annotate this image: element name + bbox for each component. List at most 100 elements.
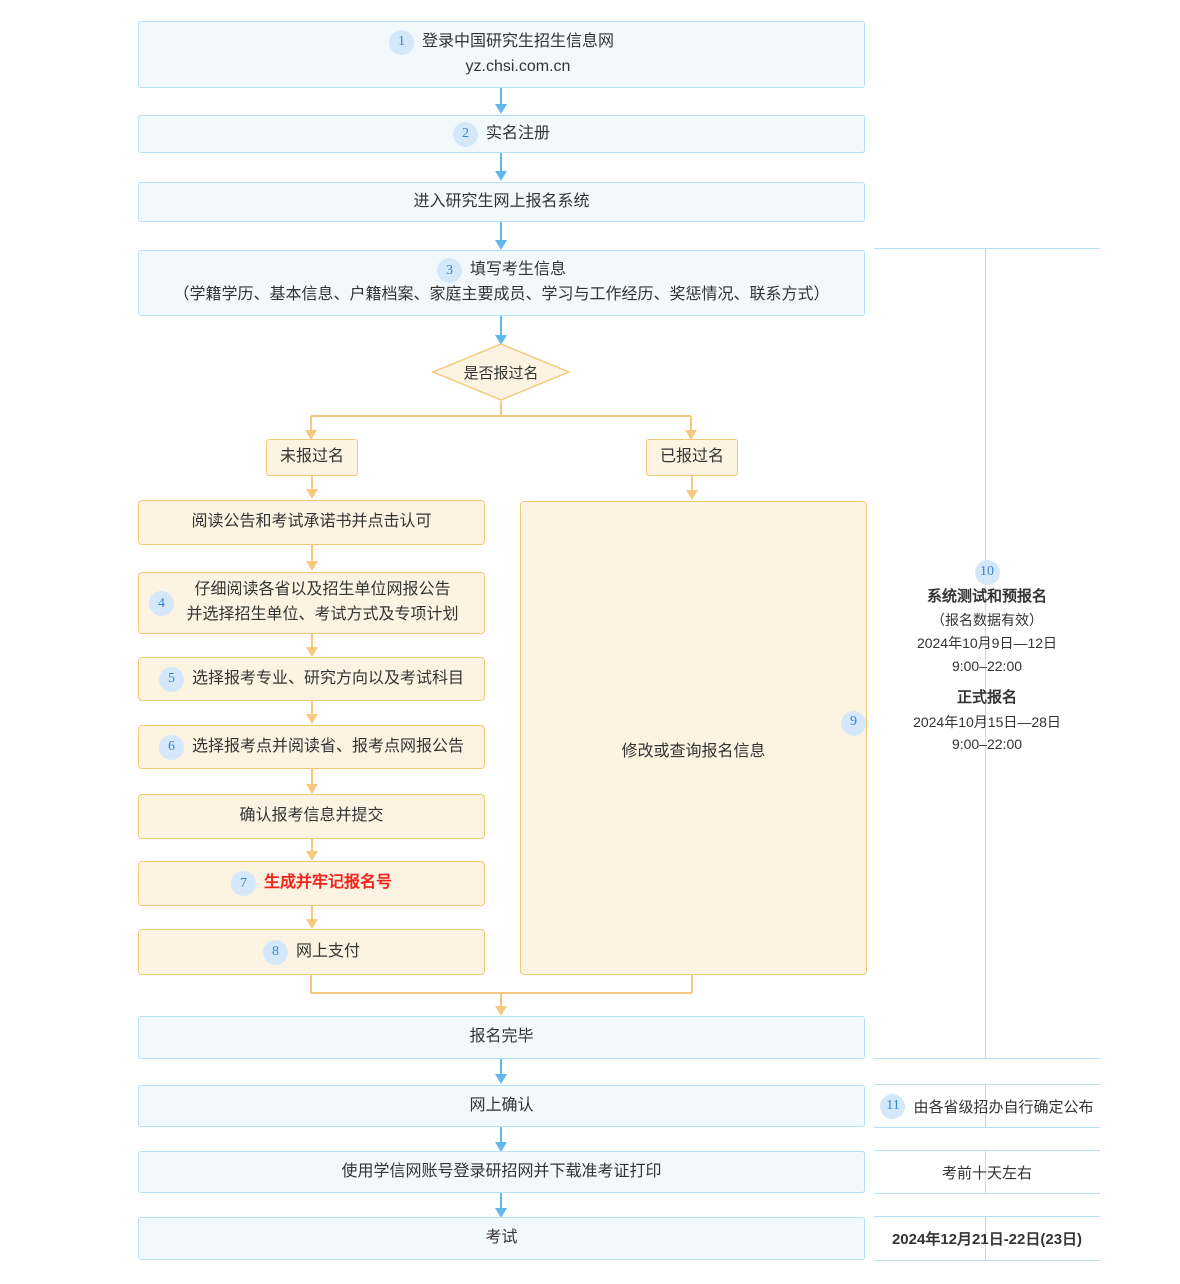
timeline-block-10-date-2: 2024年10月15日—28日 [913,713,1061,730]
timeline-divider-5 [874,1193,1100,1194]
tail-step-2-label: 网上确认 [469,1096,534,1114]
step-1-title: 登录中国研究生招生信息网 [421,32,614,50]
timeline-block-10-time-1: 9:00–22:00 [951,657,1023,674]
step-4-title: 填写考生信息 [469,261,566,279]
left-step-4-row: 6 选择报考点并阅读省、报考点网报公告 [158,734,464,760]
node-step-3[interactable]: 进入研究生网上报名系统 [138,182,865,222]
branch-merge-connector [300,975,704,1017]
branch-left-label: 未报过名 [279,448,344,466]
timeline-vertical-guide-upper [985,248,986,1058]
left-step-4-label: 选择报考点并阅读省、报考点网报公告 [191,737,464,755]
decision-diamond[interactable]: 是否报过名 [432,343,570,401]
branch-split-connector [300,401,704,441]
arrow-tail3-to-tail4 [494,1193,508,1219]
timeline-row-12[interactable]: 考前十天左右 [875,1151,1099,1193]
arrow-tail2-to-tail3 [494,1127,508,1153]
node-branch-already-registered[interactable]: 已报过名 [646,439,738,476]
decision-label: 是否报过名 [463,364,539,382]
timeline-divider-2 [874,1084,1100,1085]
node-tail-step-4[interactable]: 考试 [138,1217,865,1260]
arrow-l6-to-l7 [305,906,319,930]
timeline-vertical-guide-row12 [985,1150,986,1194]
left-step-1-label: 阅读公告和考试承诺书并点击认可 [191,513,432,531]
timeline-row-13[interactable]: 2024年12月21日-22日(23日) [875,1217,1099,1260]
arrow-step1-to-step2 [494,88,508,115]
step-4-line-1: 3 填写考生信息 [436,258,566,284]
timeline-block-10-subtitle: （报名数据有效） [931,612,1043,629]
node-step-2[interactable]: 2 实名注册 [138,115,865,153]
step-number-badge-8: 8 [262,939,288,965]
step-4-detail: （学籍学历、基本信息、户籍档案、家庭主要成员、学习与工作经历、奖惩情况、联系方式… [173,286,830,304]
step-number-badge-3: 3 [436,258,462,284]
arrow-branch-left-to-l1 [305,476,319,500]
left-step-3-row: 5 选择报考专业、研究方向以及考试科目 [158,666,464,692]
timeline-row-11[interactable]: 11 由各省级招办自行确定公布 [875,1085,1099,1127]
right-step-9-label: 修改或查询报名信息 [621,743,766,761]
step-3-title: 进入研究生网上报名系统 [413,192,590,210]
timeline-row-13-label: 2024年12月21日-22日(23日) [891,1231,1083,1248]
node-step-1[interactable]: 1 登录中国研究生招生信息网 yz.chsi.com.cn [138,21,865,88]
left-step-6-label: 生成并牢记报名号 [263,874,392,892]
left-step-6-row: 7 生成并牢记报名号 [230,871,392,896]
node-tail-step-1[interactable]: 报名完毕 [138,1016,865,1059]
node-left-step-7[interactable]: 8 网上支付 [138,929,485,975]
node-right-step-9[interactable]: 9 修改或查询报名信息 [520,501,867,975]
step-number-badge-4: 4 [149,591,174,616]
arrow-l4-to-l5 [305,769,319,795]
arrow-l5-to-l6 [305,839,319,862]
left-step-7-label: 网上支付 [295,942,360,960]
timeline-divider-top [874,248,1100,249]
node-tail-step-3[interactable]: 使用学信网账号登录研招网并下载准考证打印 [138,1151,865,1193]
arrow-step3-to-step4 [494,222,508,251]
node-left-step-2[interactable]: 4 仔细阅读各省以及招生单位网报公告 并选择招生单位、考试方式及专项计划 [138,572,485,634]
step-2-title: 实名注册 [485,124,550,142]
timeline-row-12-label: 考前十天左右 [941,1164,1032,1182]
arrow-l2-to-l3 [305,634,319,658]
timeline-vertical-guide-row11 [985,1084,986,1128]
step-1-url: yz.chsi.com.cn [465,57,571,75]
node-left-step-5[interactable]: 确认报考信息并提交 [138,794,485,839]
timeline-row-11-label: 由各省级招办自行确定公布 [913,1098,1094,1116]
timeline-divider-3 [874,1127,1100,1128]
arrow-step4-to-decision [494,316,508,346]
branch-right-label: 已报过名 [659,448,724,466]
arrow-tail1-to-tail2 [494,1059,508,1085]
tail-step-1-label: 报名完毕 [469,1028,534,1046]
timeline-divider-1 [874,1058,1100,1059]
step-number-badge-2: 2 [452,121,478,147]
left-step-5-label: 确认报考信息并提交 [239,807,384,825]
timeline-divider-6 [874,1216,1100,1217]
timeline-block-10[interactable]: 10 系统测试和预报名 （报名数据有效） 2024年10月9日—12日 9:00… [875,560,1099,756]
left-step-2-line-2: 并选择招生单位、考试方式及专项计划 [186,606,459,623]
left-step-3-label: 选择报考专业、研究方向以及考试科目 [191,669,464,687]
timeline-block-10-time-2: 9:00–22:00 [951,736,1023,753]
timeline-block-10-date-1: 2024年10月9日—12日 [916,634,1058,651]
arrow-l3-to-l4 [305,701,319,725]
arrow-branch-right-to-step9 [685,476,699,502]
timeline-divider-4 [874,1150,1100,1151]
step-number-badge-6: 6 [158,734,184,760]
node-step-4[interactable]: 3 填写考生信息 （学籍学历、基本信息、户籍档案、家庭主要成员、学习与工作经历、… [138,250,865,316]
step-2-line: 2 实名注册 [452,121,550,147]
tail-step-4-label: 考试 [485,1229,518,1247]
timeline-divider-7 [874,1260,1100,1261]
arrow-step2-to-step3 [494,153,508,182]
node-left-step-6[interactable]: 7 生成并牢记报名号 [138,861,485,906]
step-number-badge-1: 1 [388,29,414,55]
timeline-block-10-title-1: 系统测试和预报名 [926,588,1047,605]
step-number-badge-11: 11 [880,1093,906,1119]
step-number-badge-10: 10 [974,560,1000,585]
node-branch-not-registered[interactable]: 未报过名 [266,439,358,476]
node-left-step-4[interactable]: 6 选择报考点并阅读省、报考点网报公告 [138,725,485,769]
arrow-l1-to-l2 [305,545,319,572]
node-left-step-1[interactable]: 阅读公告和考试承诺书并点击认可 [138,500,485,545]
timeline-block-10-title-2: 正式报名 [956,689,1017,707]
node-left-step-3[interactable]: 5 选择报考专业、研究方向以及考试科目 [138,657,485,701]
step-1-line-1: 1 登录中国研究生招生信息网 [388,29,614,55]
node-tail-step-2[interactable]: 网上确认 [138,1085,865,1127]
timeline-vertical-guide-row13 [985,1216,986,1261]
left-step-2-line-1: 仔细阅读各省以及招生单位网报公告 [194,581,451,599]
step-number-badge-9: 9 [841,711,866,737]
tail-step-3-label: 使用学信网账号登录研招网并下载准考证打印 [341,1162,662,1180]
